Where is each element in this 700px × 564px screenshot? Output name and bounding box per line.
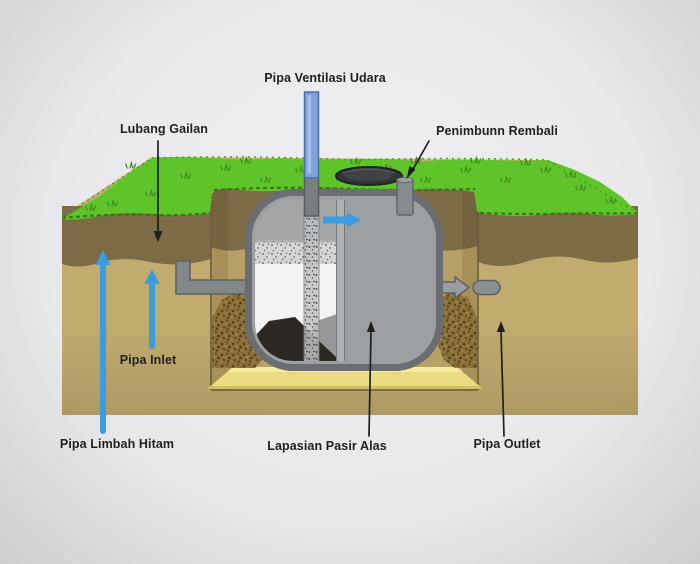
- scum-layer: [255, 240, 337, 264]
- label-sand-base-layer: Lapasian Pasir Alas: [267, 439, 387, 453]
- label-blackwater-pipe: Pipa Limbah Hitam: [59, 437, 175, 451]
- manhole-cover: [335, 166, 403, 186]
- backfill-pointer-icon: [406, 140, 430, 179]
- label-outlet-pipe: Pipa Outlet: [473, 437, 541, 451]
- inspection-stub-pipe: [396, 176, 414, 216]
- label-backfill: Penimbunn Rembali: [436, 124, 558, 138]
- septic-tank: [245, 189, 443, 371]
- blackwater-up-arrow-icon: [95, 250, 111, 434]
- label-excavation-hole: Lubang Gailan: [119, 122, 209, 136]
- gravel-right: [437, 291, 477, 368]
- inlet-up-arrow-icon: [144, 269, 160, 349]
- outlet-up-arrow-icon: [496, 321, 506, 437]
- vent-pipe-underground: [303, 175, 320, 217]
- label-vent-pipe: Pipa Ventilasi Udara: [264, 71, 386, 85]
- excavation-down-arrow-icon: [153, 140, 163, 242]
- inflow-column: [303, 205, 320, 361]
- vent-pipe-above-ground: [303, 91, 320, 179]
- label-inlet-pipe: Pipa Inlet: [119, 353, 177, 367]
- vent-pipe: [303, 91, 320, 217]
- tank-divider: [336, 199, 345, 361]
- annotation-arrows: [95, 140, 506, 437]
- outlet-pipe: [437, 276, 501, 299]
- sand-base-up-arrow-icon: [366, 321, 376, 437]
- flow-right-arrow-icon: [323, 212, 361, 228]
